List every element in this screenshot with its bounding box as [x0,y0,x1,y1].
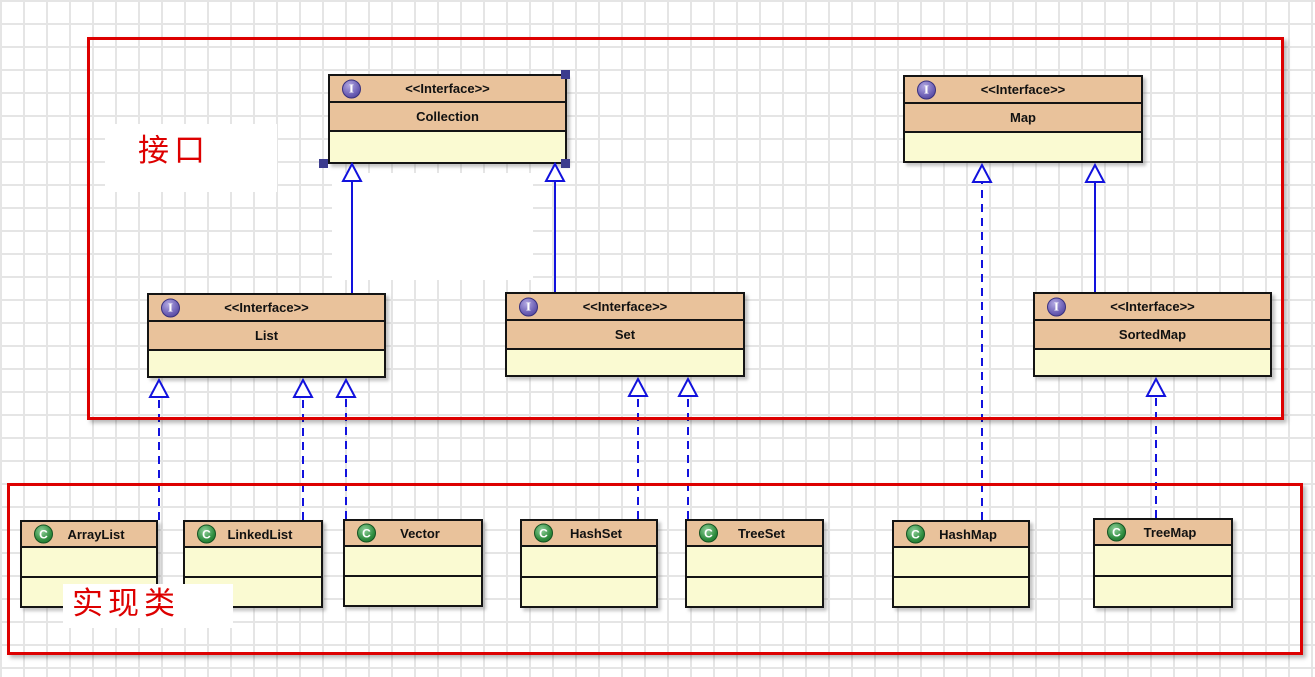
selection-handle-bottom-left[interactable] [319,159,328,168]
interface-icon: I [519,297,538,316]
operations-compartment [894,576,1028,606]
selection-handle-bottom-right[interactable] [561,159,570,168]
arrow-hashset-to-set[interactable] [627,376,649,519]
arrow-arraylist-to-list[interactable] [148,377,170,520]
stereotype-label: <<Interface>> [1110,299,1195,314]
class-icon: C [1107,522,1126,542]
attributes-compartment [345,547,481,575]
interfaces-region-label[interactable]: 接口 [138,133,210,169]
stereotype-label: <<Interface>> [224,300,309,315]
white-patch [332,173,533,280]
interface-name: Map [1010,110,1036,125]
class-icon: C [699,523,718,543]
class-name: HashSet [569,525,623,541]
attributes-compartment [507,350,743,375]
class-name: ArrayList [67,526,125,542]
stereotype-label: <<Interface>> [582,299,668,314]
operations-compartment [345,575,481,605]
selection-handle-top-right[interactable] [561,70,570,79]
implementations-region-label[interactable]: 实现类 [72,586,180,622]
attributes-compartment [894,548,1028,576]
attributes-compartment [687,547,822,576]
operations-compartment [1095,575,1231,606]
interface-box-sortedmap[interactable]: I <<Interface>> SortedMap [1033,292,1272,377]
attributes-compartment [185,548,321,576]
class-name: Vector [400,525,440,541]
class-icon: C [34,524,53,544]
interface-icon: I [917,80,936,99]
interface-icon: I [342,79,361,98]
arrow-vector-to-list[interactable] [335,377,357,519]
arrow-sortedmap-to-map[interactable] [1084,162,1106,292]
class-icon: C [357,523,376,543]
attributes-compartment [1035,350,1270,375]
attributes-compartment [149,351,384,376]
class-icon: C [534,523,553,543]
attributes-compartment [22,548,156,576]
interface-box-list[interactable]: I <<Interface>> List [147,293,386,378]
class-icon: C [197,524,216,544]
class-icon: C [906,524,925,544]
class-box-treemap[interactable]: C TreeMap [1093,518,1233,608]
class-name: TreeSet [738,525,785,541]
arrow-treemap-to-sortedmap[interactable] [1145,376,1167,518]
class-box-hashset[interactable]: C HashSet [520,519,658,608]
interface-name: List [254,328,279,343]
label-background-patch [63,584,233,628]
interface-name: SortedMap [1118,327,1187,342]
arrow-set-to-collection[interactable] [544,161,566,292]
label-background-patch [105,124,277,192]
interface-icon: I [1047,297,1066,316]
class-name: LinkedList [227,526,293,542]
class-box-vector[interactable]: C Vector [343,519,483,607]
interface-name: Collection [416,109,479,124]
arrow-treeset-to-set[interactable] [677,376,699,519]
interface-box-collection[interactable]: I <<Interface>> Collection [328,74,567,164]
attributes-compartment [905,133,1141,161]
attributes-compartment [330,132,565,162]
interface-name: Set [614,327,636,342]
class-name: HashMap [939,526,997,542]
class-box-treeset[interactable]: C TreeSet [685,519,824,608]
arrow-hashmap-to-map[interactable] [971,162,993,520]
class-box-hashmap[interactable]: C HashMap [892,520,1030,608]
operations-compartment [522,575,656,606]
interface-icon: I [161,298,180,317]
attributes-compartment [522,547,656,576]
operations-compartment [687,575,822,606]
interface-box-set[interactable]: I <<Interface>> Set [505,292,745,377]
stereotype-label: <<Interface>> [405,81,490,96]
class-name: TreeMap [1143,524,1197,540]
stereotype-label: <<Interface>> [980,82,1066,97]
attributes-compartment [1095,546,1231,575]
arrow-linkedlist-to-list[interactable] [292,377,314,520]
interface-box-map[interactable]: I <<Interface>> Map [903,75,1143,163]
